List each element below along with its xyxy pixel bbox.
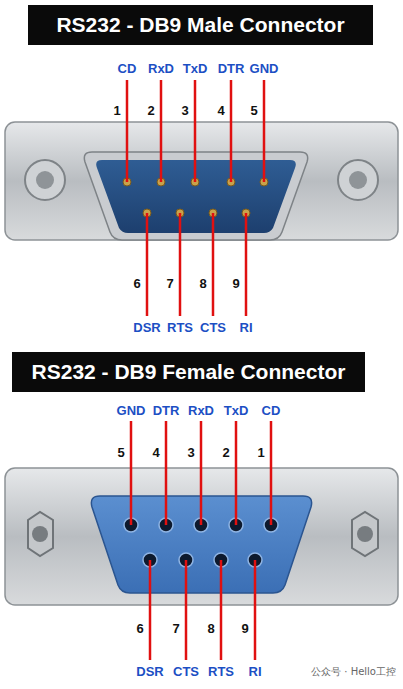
pin-number: 8	[207, 622, 214, 635]
pin-name: DTR	[153, 404, 180, 417]
pin-number: 3	[181, 104, 188, 117]
pin-number: 7	[166, 277, 173, 290]
pin-number: 1	[113, 104, 120, 117]
pin-number: 4	[217, 104, 224, 117]
pin-number: 2	[222, 446, 229, 459]
pin-number: 4	[152, 446, 159, 459]
pin-number: 8	[199, 277, 206, 290]
banner-title: RS232 - DB9 Female Connector	[32, 360, 346, 384]
pin-name: DSR	[136, 665, 163, 678]
pin-name: CTS	[200, 321, 226, 334]
pin-name: RxD	[148, 62, 174, 75]
female-connector	[5, 421, 398, 660]
title-banner: RS232 - DB9 Female Connector	[12, 352, 365, 392]
pin-number: 6	[133, 277, 140, 290]
pin-number: 2	[147, 104, 154, 117]
pin-number: 5	[117, 446, 124, 459]
leader-lines	[131, 421, 271, 660]
pin-number: 1	[257, 446, 264, 459]
watermark: 公众号 · Hello工控	[311, 667, 396, 677]
pin-number: 3	[187, 446, 194, 459]
pin-number: 7	[172, 622, 179, 635]
pin-name: RxD	[188, 404, 214, 417]
pin-name: RI	[249, 665, 262, 678]
title-banner: RS232 - DB9 Male Connector	[28, 5, 373, 45]
pin-name: CD	[118, 62, 137, 75]
pin-name: DSR	[133, 321, 160, 334]
leader-lines	[127, 80, 264, 316]
pin-name: RTS	[208, 665, 234, 678]
pin-name: GND	[117, 404, 146, 417]
pin-name: TxD	[224, 404, 249, 417]
pin-name: DTR	[218, 62, 245, 75]
pin-name: GND	[250, 62, 279, 75]
pin-name: RI	[240, 321, 253, 334]
banner-title: RS232 - DB9 Male Connector	[56, 13, 344, 37]
male-connector	[5, 80, 398, 316]
pin-number: 9	[241, 622, 248, 635]
pin-name: RTS	[167, 321, 193, 334]
pin-number: 5	[250, 104, 257, 117]
pin-number: 9	[232, 277, 239, 290]
pin-number: 6	[136, 622, 143, 635]
pin-name: TxD	[183, 62, 208, 75]
pin-name: CTS	[173, 665, 199, 678]
pin-name: CD	[262, 404, 281, 417]
